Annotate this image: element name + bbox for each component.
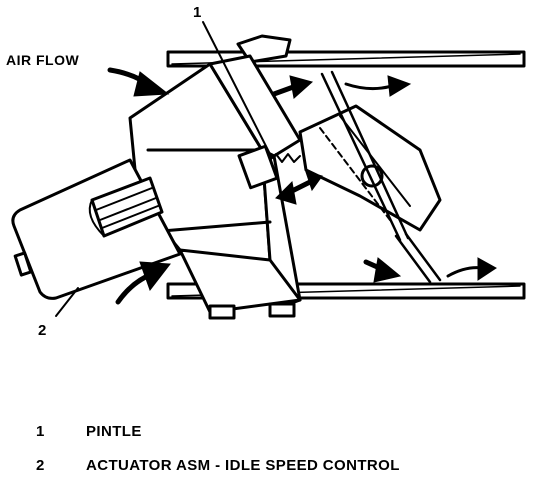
callout-number-1: 1 [193, 4, 202, 21]
legend-number: 1 [36, 422, 45, 440]
air-flow-arrow-lower-left [115, 261, 171, 305]
air-flow-arrow-inner-top [271, 75, 314, 99]
actuator-motor [11, 158, 182, 300]
leader-line-2 [55, 287, 79, 317]
valve-seat [320, 70, 442, 284]
legend-item: 1 PINTLE [36, 414, 400, 448]
air-flow-arrow-exit-bottom [446, 257, 497, 281]
air-flow-label: AIR FLOW [6, 52, 80, 68]
legend-label: PINTLE [86, 422, 142, 440]
air-flow-arrow-upper-left [107, 67, 170, 97]
legend: 1 PINTLE 2 ACTUATOR ASM - IDLE SPEED CON… [36, 414, 400, 482]
callout-number-2: 2 [38, 322, 47, 339]
legend-label: ACTUATOR ASM - IDLE SPEED CONTROL [86, 456, 400, 474]
legend-number: 2 [36, 456, 45, 474]
leader-line-1 [202, 21, 273, 159]
legend-item: 2 ACTUATOR ASM - IDLE SPEED CONTROL [36, 448, 400, 482]
air-flow-arrow-inner-bottom [363, 257, 402, 283]
air-flow-arrow-exit-top [344, 75, 412, 97]
pintle-movement-arrow [275, 171, 323, 205]
idle-speed-control-diagram [11, 21, 526, 320]
